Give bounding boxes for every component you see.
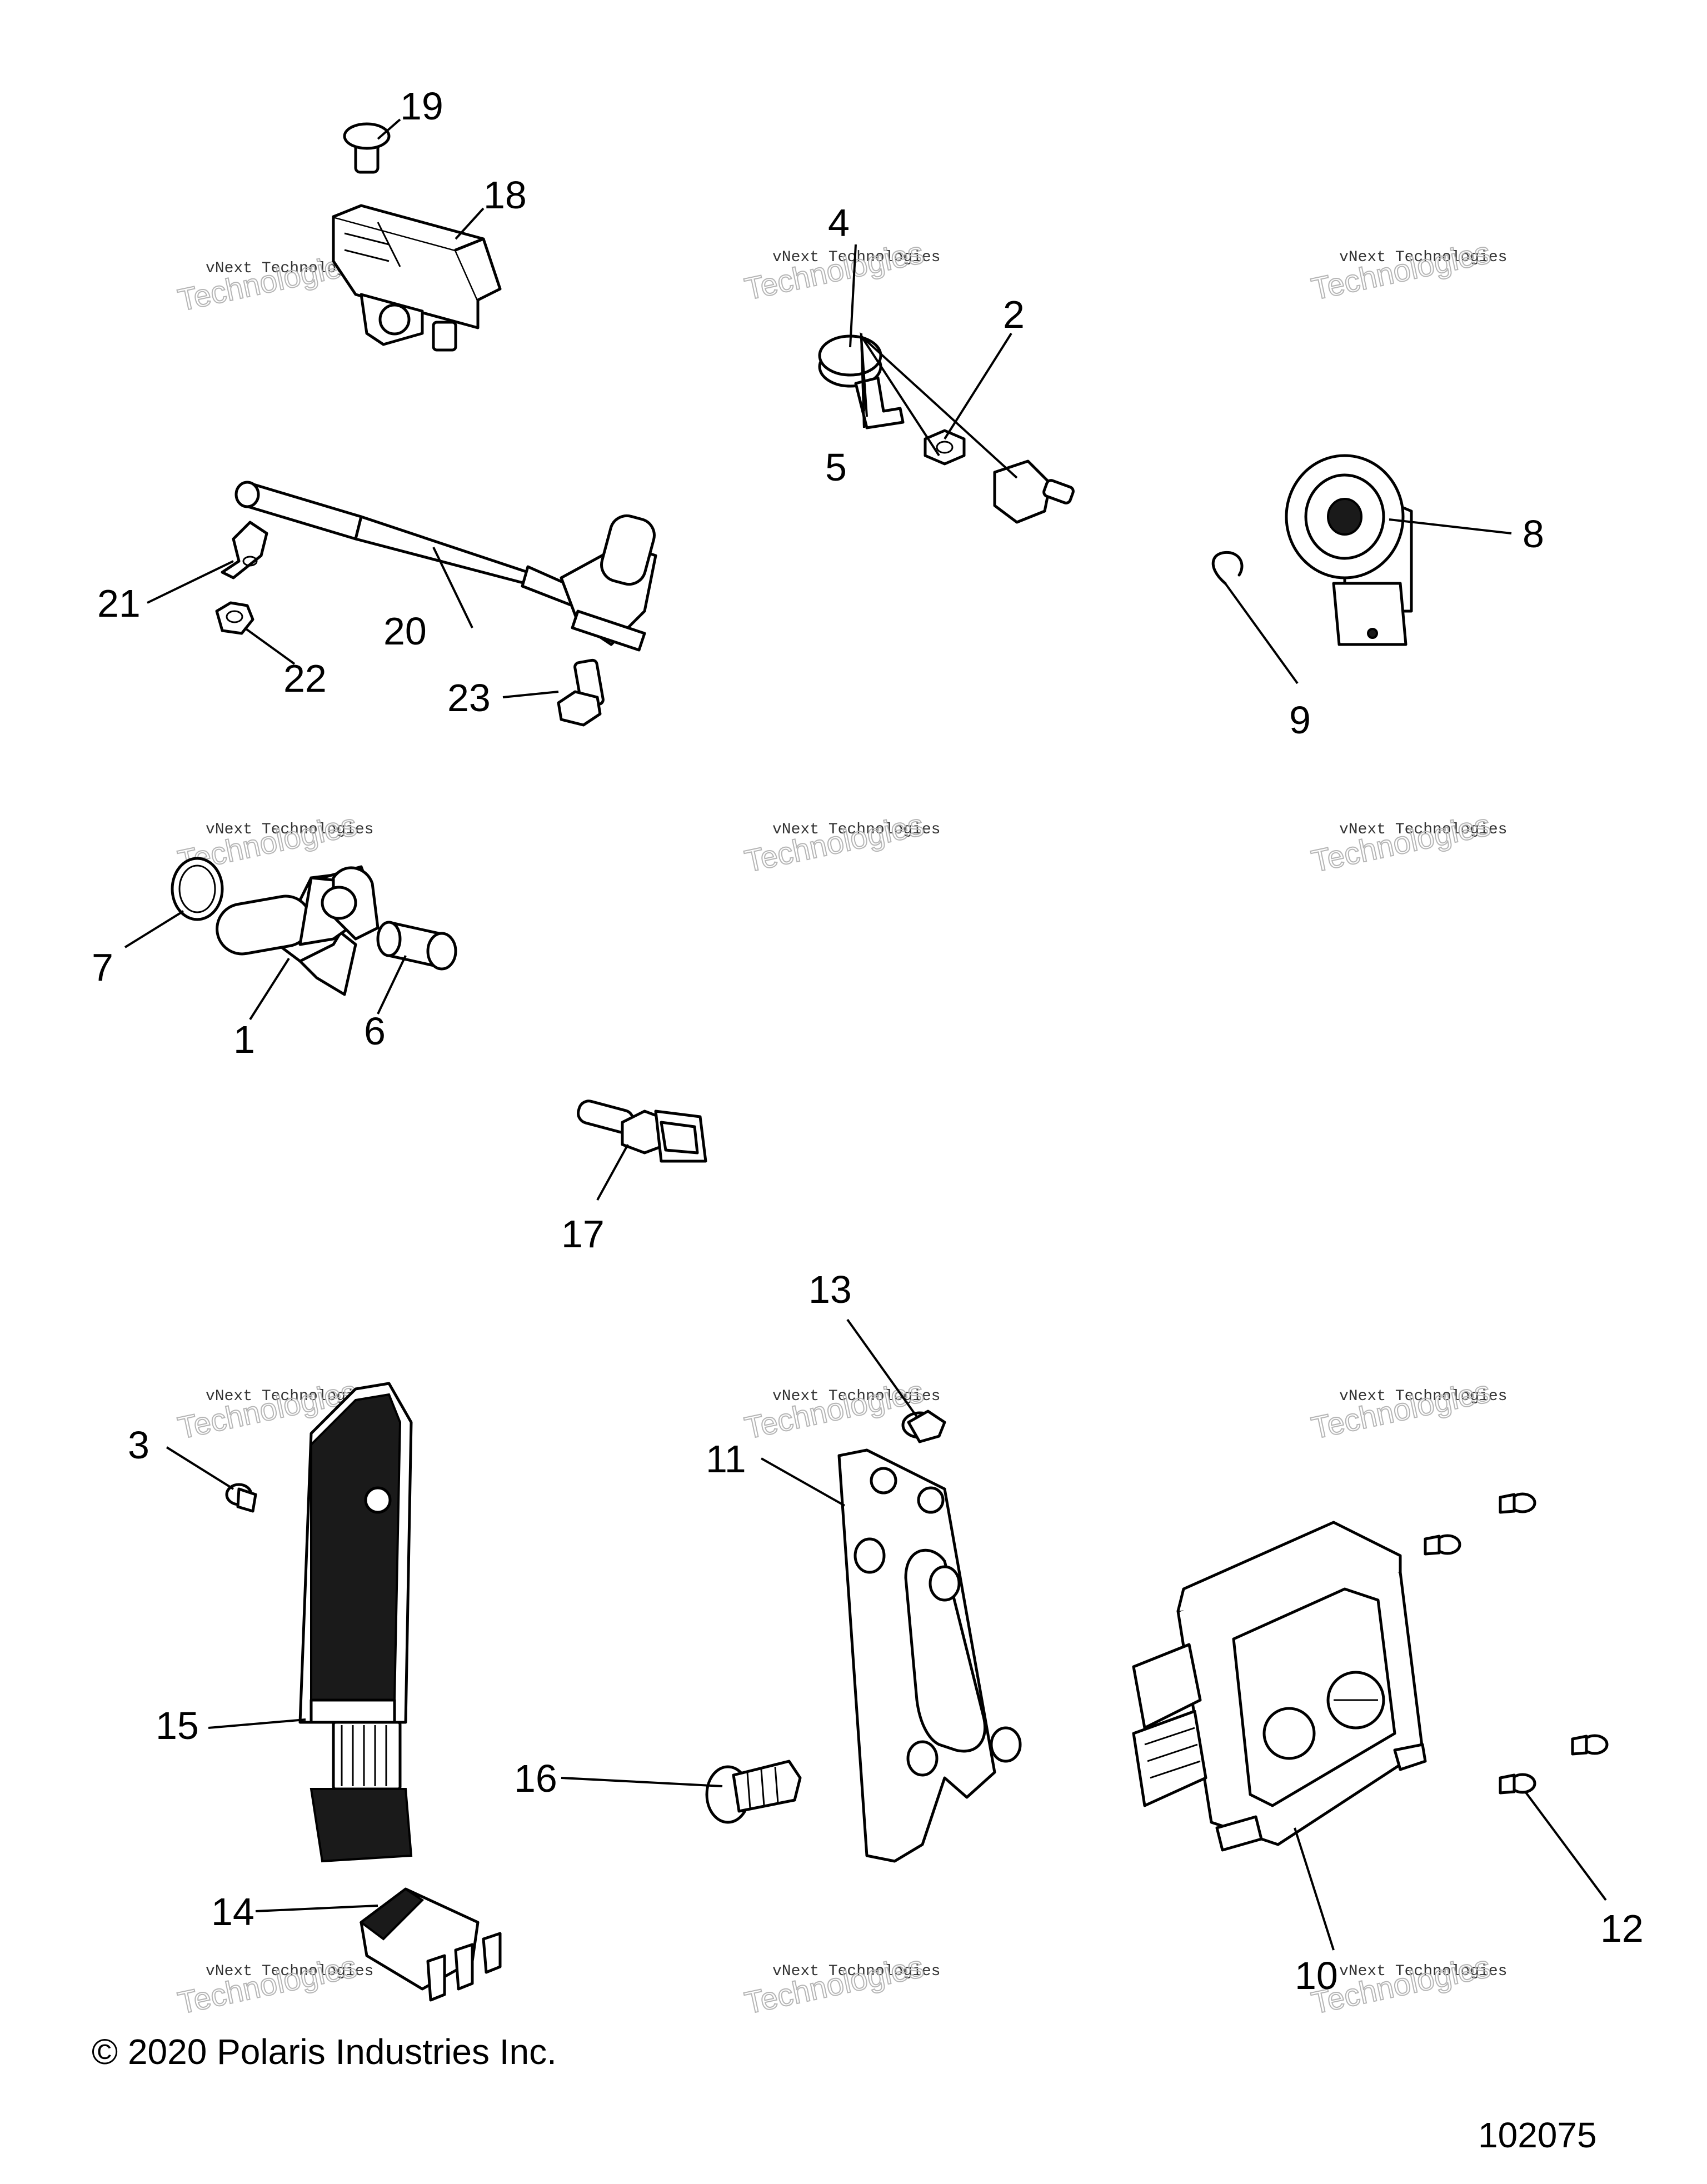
callout-21: 21 xyxy=(97,582,141,625)
callout-2: 2 xyxy=(1003,293,1025,336)
svg-text:vNext Technologies: vNext Technologies xyxy=(1339,249,1507,266)
svg-text:vNext Technologies: vNext Technologies xyxy=(206,1963,373,1980)
part-18-map-sensor xyxy=(332,204,502,352)
callout-11: 11 xyxy=(706,1437,746,1481)
part-15-module xyxy=(298,1382,413,1863)
part-1-cam-sensor xyxy=(216,865,380,996)
part-11-bracket xyxy=(837,1448,1022,1863)
part-10-ecu xyxy=(1132,1521,1427,1852)
callout-14: 14 xyxy=(211,1890,254,1933)
svg-text:vNext Technologies: vNext Technologies xyxy=(772,1388,940,1405)
callout-7: 7 xyxy=(92,946,113,989)
svg-text:Technologies: Technologies xyxy=(175,1948,360,2021)
callout-15: 15 xyxy=(156,1704,199,1747)
part-14-relay xyxy=(359,1887,502,2002)
part-13-bolt xyxy=(901,1410,946,1443)
callout-23: 23 xyxy=(447,676,491,719)
svg-text:Technologies: Technologies xyxy=(1309,807,1494,879)
callout-6: 6 xyxy=(364,1009,386,1053)
callout-3: 3 xyxy=(128,1423,149,1467)
callout-5: 5 xyxy=(825,446,847,489)
callout-9: 9 xyxy=(1289,698,1311,742)
part-16-push-rivet xyxy=(705,1760,802,1824)
part-12-screw xyxy=(1571,1734,1609,1756)
callout-22: 22 xyxy=(283,657,327,700)
callout-8: 8 xyxy=(1523,512,1544,556)
callout-10: 10 xyxy=(1295,1954,1338,1997)
callout-19: 19 xyxy=(400,84,443,128)
part-19-bolt xyxy=(343,122,391,174)
part-17-temp-sensor xyxy=(577,1100,707,1163)
callout-20: 20 xyxy=(383,609,427,653)
watermark: vNext Technologies Technologies xyxy=(741,234,941,307)
svg-text:Technologies: Technologies xyxy=(1309,234,1494,307)
svg-text:vNext Technologies: vNext Technologies xyxy=(772,1963,940,1980)
watermark: vNext Technologies Technologies xyxy=(1308,234,1508,307)
callout-13: 13 xyxy=(808,1268,852,1311)
watermark: vNext Technologies Technologies xyxy=(741,1948,941,2021)
diagram-number: 102075 xyxy=(1478,2115,1597,2155)
leader-lines xyxy=(124,118,1607,1951)
callout-12: 12 xyxy=(1600,1907,1644,1950)
svg-text:Technologies: Technologies xyxy=(742,1948,927,2021)
watermark: vNext Technologies Technologies xyxy=(1308,1948,1508,2021)
part-12-screw xyxy=(1499,1773,1536,1795)
callout-1: 1 xyxy=(233,1018,255,1061)
svg-text:Technologies: Technologies xyxy=(742,1373,927,1446)
svg-text:vNext Technologies: vNext Technologies xyxy=(1339,1963,1507,1980)
part-12-screw xyxy=(1424,1534,1461,1556)
watermark: vNext Technologies Technologies xyxy=(1308,806,1508,879)
part-21-clip xyxy=(221,521,268,579)
callout-18: 18 xyxy=(483,173,527,217)
svg-text:vNext Technologies: vNext Technologies xyxy=(206,821,373,838)
part-5-pressure-switch xyxy=(993,459,1075,524)
copyright-notice: © 2020 Polaris Industries Inc. xyxy=(92,2032,557,2072)
part-20-speed-sensor xyxy=(234,481,657,652)
part-9-e-clip xyxy=(1211,551,1244,585)
part-7-o-ring xyxy=(171,857,224,921)
part-23-bolt xyxy=(557,658,605,727)
svg-text:Technologies: Technologies xyxy=(742,234,927,307)
watermark: vNext Technologies Technologies xyxy=(1308,1373,1508,1446)
svg-text:vNext Technologies: vNext Technologies xyxy=(1339,1388,1507,1405)
svg-text:Technologies: Technologies xyxy=(1309,1373,1494,1446)
watermark: vNext Technologies Technologies xyxy=(741,806,941,879)
callout-17: 17 xyxy=(561,1212,605,1256)
svg-text:Technologies: Technologies xyxy=(742,807,927,879)
svg-text:vNext Technologies: vNext Technologies xyxy=(1339,821,1507,838)
svg-text:vNext Technologies: vNext Technologies xyxy=(772,821,940,838)
part-2-washer xyxy=(924,429,966,466)
part-22-nut xyxy=(215,601,254,635)
part-6-bushing xyxy=(376,921,457,971)
part-8-knock-sensor xyxy=(1285,454,1413,646)
callout-4: 4 xyxy=(828,201,850,244)
callout-16: 16 xyxy=(514,1757,557,1800)
watermark: vNext Technologies Technologies xyxy=(174,1948,374,2021)
callout-labels: 19 18 4 2 5 8 9 21 22 20 23 7 1 6 17 13 … xyxy=(92,84,1644,1997)
part-12-screw xyxy=(1499,1492,1536,1514)
